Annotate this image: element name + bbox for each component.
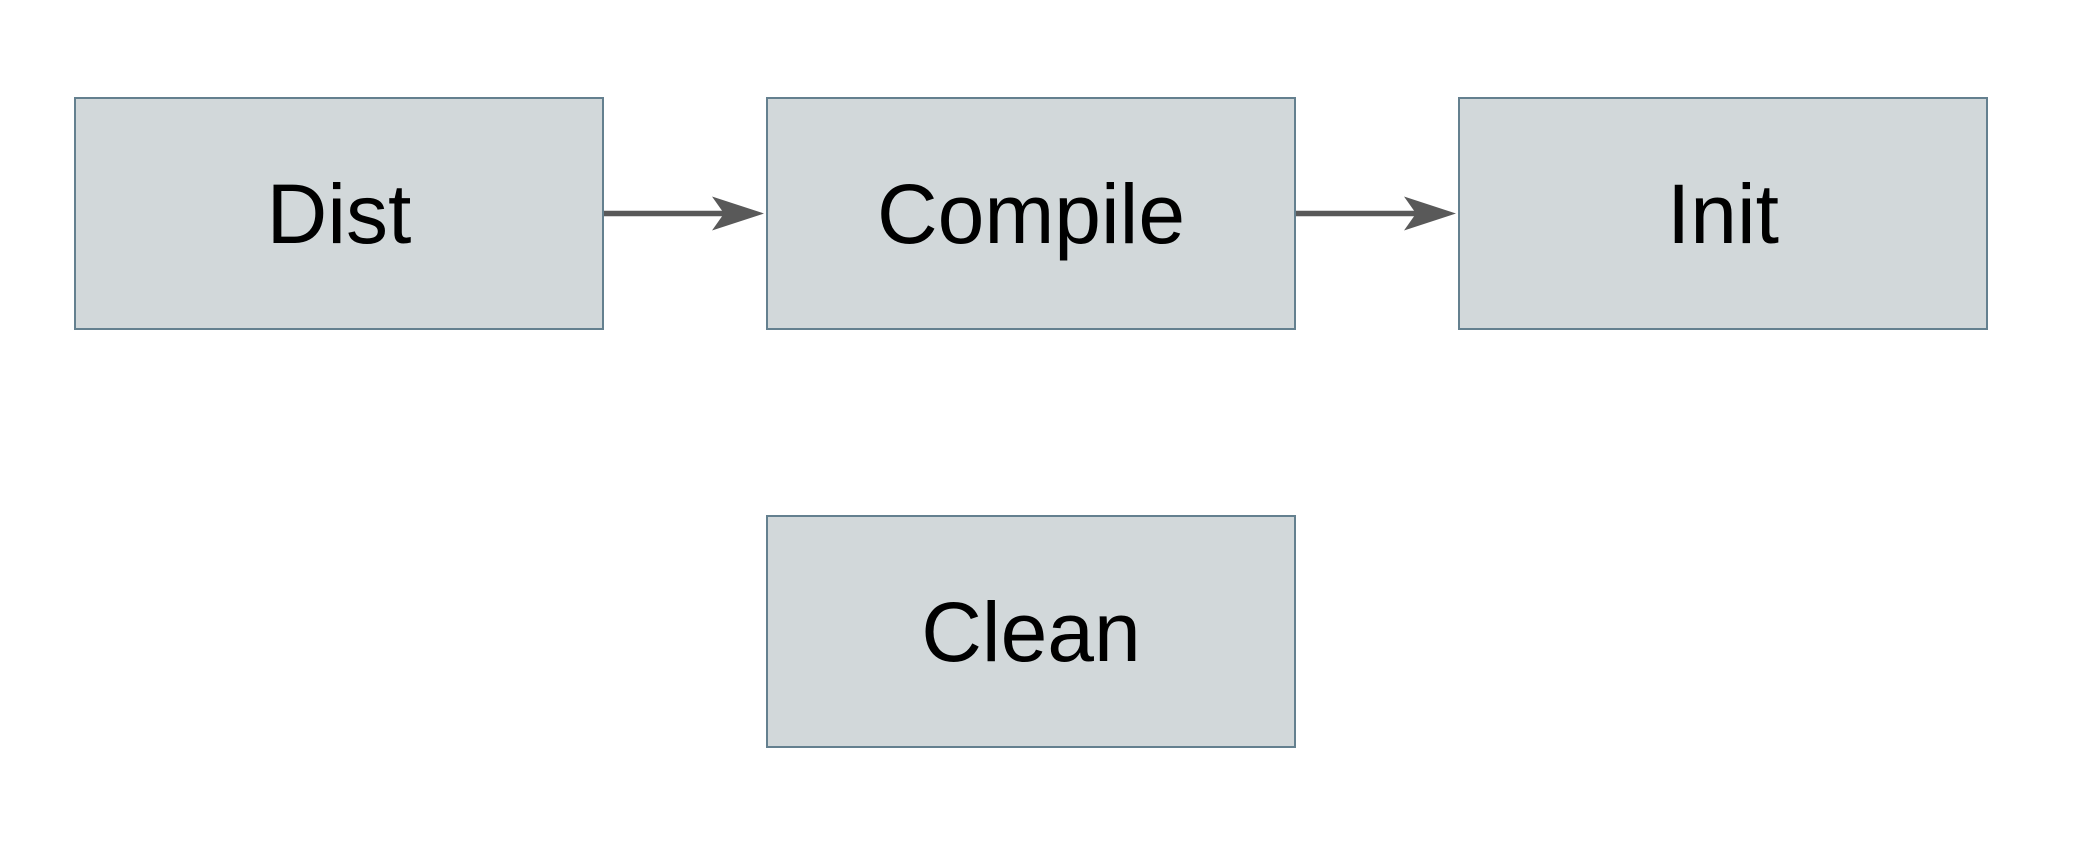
node-clean[interactable]: Clean [766, 515, 1296, 748]
node-compile[interactable]: Compile [766, 97, 1296, 330]
node-init-label: Init [1666, 166, 1780, 261]
node-init[interactable]: Init [1458, 97, 1988, 330]
node-clean-label: Clean [921, 584, 1141, 679]
node-dist-label: Dist [266, 166, 412, 261]
arrow-compile-to-init[interactable] [1296, 196, 1456, 231]
arrow-head-icon [1404, 196, 1456, 231]
arrow-dist-to-compile[interactable] [604, 196, 764, 231]
arrow-head-icon [712, 196, 764, 231]
node-dist[interactable]: Dist [74, 97, 604, 330]
node-compile-label: Compile [876, 166, 1186, 261]
